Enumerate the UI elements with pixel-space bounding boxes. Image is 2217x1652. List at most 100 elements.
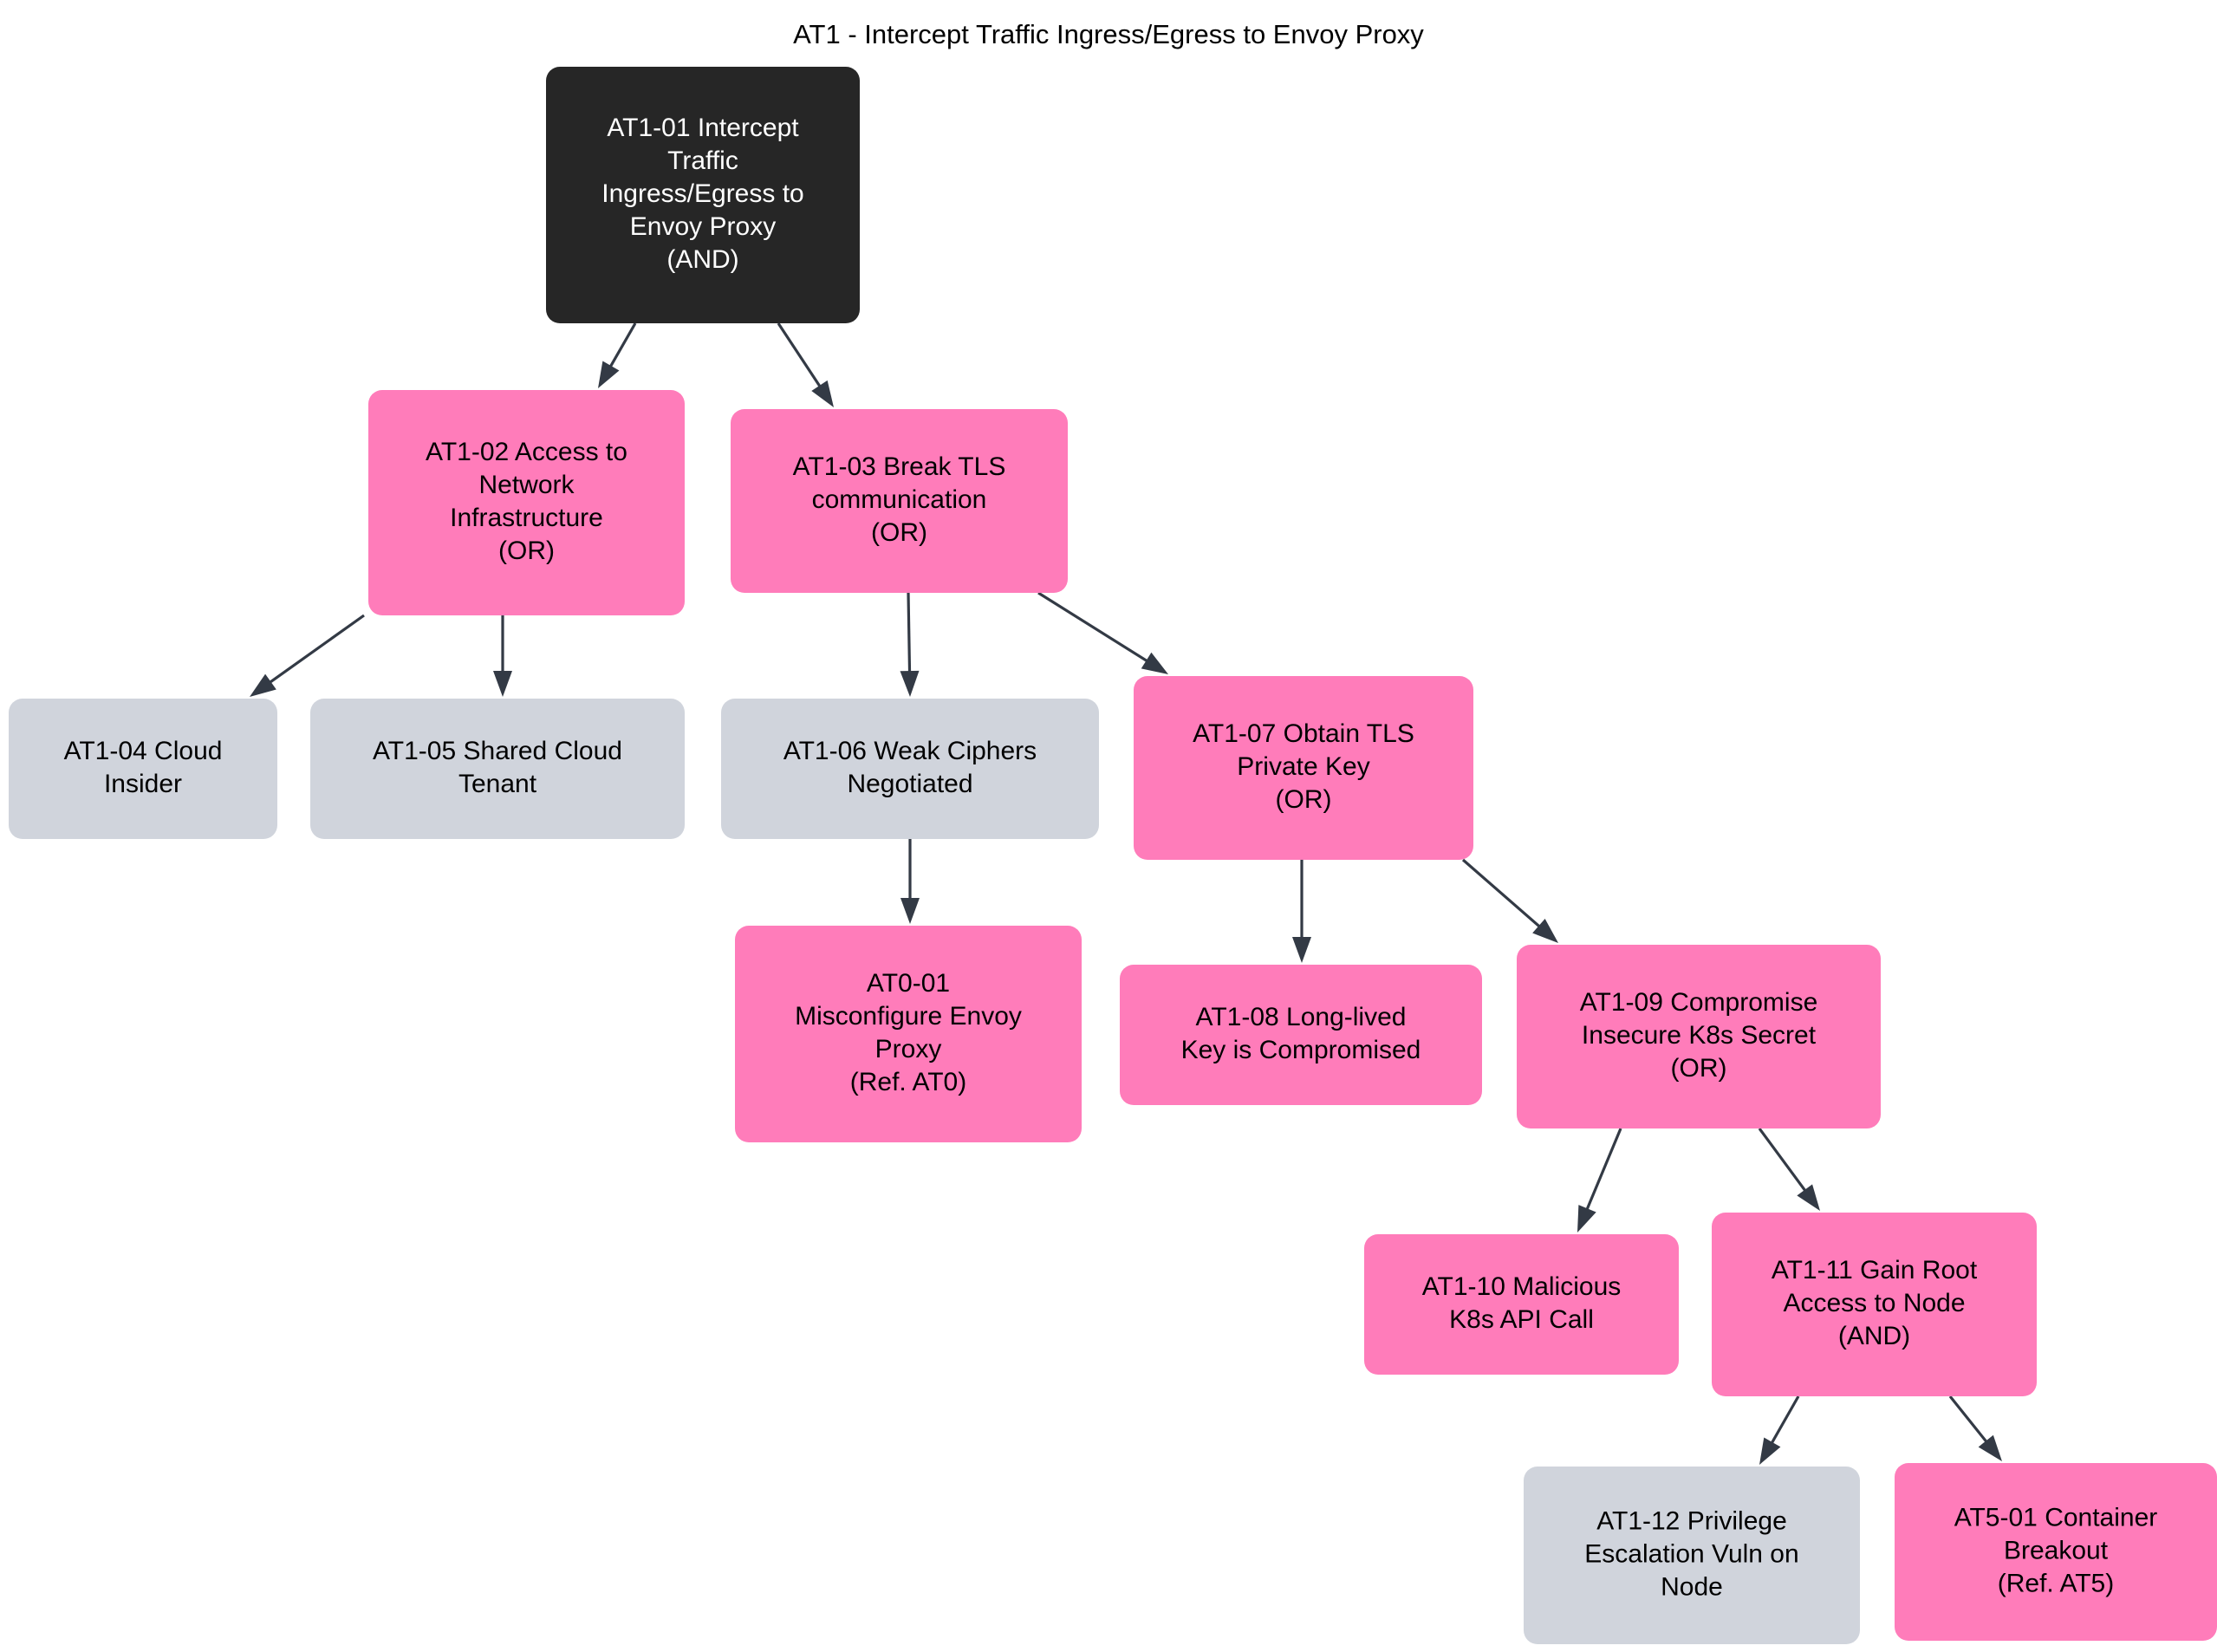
node-label-line: Insecure K8s Secret	[1582, 1021, 1817, 1050]
edge-line	[1037, 591, 1152, 665]
node-box[interactable]	[1895, 1463, 2217, 1641]
node-label-line: AT1-04 Cloud	[64, 737, 223, 765]
node-label-line: (AND)	[1838, 1322, 1910, 1350]
node-label-line: (OR)	[1671, 1054, 1727, 1083]
node-box[interactable]	[1517, 945, 1881, 1128]
node-label-line: Negotiated	[847, 770, 972, 798]
edge-line	[1768, 1395, 1800, 1447]
arrowhead-icon	[1759, 1437, 1781, 1465]
edge-at1-09-to-at1-11	[1758, 1128, 1820, 1211]
edge-at1-11-to-at1-12	[1759, 1395, 1800, 1465]
arrowhead-icon	[250, 673, 276, 697]
node-label-line: AT1-02 Access to	[426, 438, 627, 466]
node-label-line: Envoy Proxy	[630, 212, 776, 241]
node-label-line: AT1-09 Compromise	[1580, 988, 1818, 1017]
node-box[interactable]	[731, 409, 1068, 593]
edge-line	[1461, 858, 1544, 931]
arrowhead-icon	[1978, 1434, 2002, 1461]
edge-line	[265, 614, 365, 686]
node-box[interactable]	[735, 926, 1082, 1142]
node-box[interactable]	[368, 390, 685, 615]
node-label-line: (OR)	[1276, 785, 1332, 814]
node-label-line: Access to Node	[1783, 1289, 1965, 1317]
node-box[interactable]	[1712, 1213, 2037, 1396]
node-label-line: communication	[812, 485, 987, 514]
node-label-line: AT5-01 Container	[1954, 1503, 2158, 1532]
node-label-line: (OR)	[871, 518, 927, 547]
node-label-line: AT1-06 Weak Ciphers	[783, 737, 1037, 765]
node-label-line: AT1-12 Privilege	[1596, 1506, 1787, 1535]
node-box[interactable]	[1524, 1467, 1860, 1644]
node-label-line: AT1-11 Gain Root	[1772, 1256, 1978, 1285]
node-label-line: Misconfigure Envoy	[795, 1002, 1022, 1031]
edge-at1-11-to-at5-01	[1948, 1395, 2002, 1461]
edges-layer	[250, 322, 2002, 1465]
edge-line	[907, 592, 912, 677]
arrowhead-icon	[1532, 918, 1558, 943]
node-label-line: (Ref. AT0)	[850, 1068, 966, 1096]
arrowhead-icon	[811, 380, 834, 407]
node-label-line: Node	[1661, 1572, 1723, 1601]
node-box[interactable]	[546, 67, 860, 323]
edge-at1-09-to-at1-10	[1577, 1128, 1622, 1232]
node-box[interactable]	[9, 699, 277, 839]
node-label-line: AT0-01	[867, 969, 950, 998]
node-label-line: AT1-08 Long-lived	[1196, 1003, 1407, 1031]
node-box[interactable]	[1120, 965, 1482, 1105]
edge-line	[777, 322, 824, 391]
edge-at1-01-to-at1-03	[777, 322, 834, 407]
edge-at1-01-to-at1-02	[598, 322, 637, 388]
arrowhead-icon	[900, 898, 920, 924]
node-label-line: AT1-05 Shared Cloud	[373, 737, 622, 765]
edge-at1-06-to-at0-01	[900, 839, 920, 924]
node-label-line: K8s API Call	[1449, 1305, 1594, 1334]
edge-at1-03-to-at1-06	[900, 592, 920, 697]
node-label-line: AT1-01 Intercept	[607, 114, 799, 142]
edge-line	[1948, 1395, 1991, 1447]
page-title: AT1 - Intercept Traffic Ingress/Egress t…	[793, 19, 1424, 49]
node-label-line: AT1-10 Malicious	[1422, 1272, 1622, 1301]
arrowhead-icon	[900, 670, 920, 697]
node-box[interactable]	[1364, 1234, 1679, 1375]
node-box[interactable]	[310, 699, 685, 839]
node-box[interactable]	[721, 699, 1099, 839]
edge-line	[1583, 1128, 1622, 1214]
node-label-line: Infrastructure	[450, 504, 603, 532]
edge-at1-02-to-at1-05	[493, 615, 512, 697]
arrowhead-icon	[1577, 1205, 1596, 1232]
node-box[interactable]	[1134, 676, 1473, 860]
node-label-line: Ingress/Egress to	[601, 179, 803, 208]
arrowhead-icon	[1292, 937, 1311, 963]
node-label-line: AT1-07 Obtain TLS	[1193, 719, 1414, 748]
arrowhead-icon	[1797, 1184, 1820, 1211]
arrowhead-icon	[493, 671, 512, 697]
